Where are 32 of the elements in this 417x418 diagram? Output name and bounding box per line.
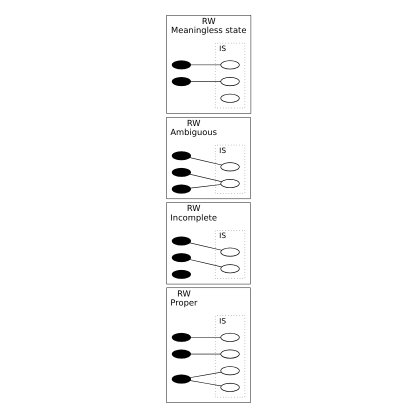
node-ellipse (172, 270, 191, 279)
node-ellipse (172, 374, 191, 384)
node-ellipse (220, 264, 240, 274)
node-ellipse (172, 332, 191, 342)
node-ellipse (220, 248, 240, 257)
node-ellipse (220, 60, 240, 70)
node-ellipse (172, 184, 191, 194)
connector (190, 184, 222, 188)
node-ellipse (220, 366, 240, 376)
connector (189, 157, 222, 166)
node-ellipse (220, 332, 240, 342)
connector (190, 372, 222, 378)
connector (190, 64, 221, 66)
node-ellipse (220, 77, 240, 86)
connector (189, 259, 222, 268)
node-ellipse (220, 94, 240, 103)
node-ellipse (172, 253, 191, 262)
node-ellipse (172, 236, 191, 246)
node-ellipse (172, 350, 191, 359)
node-ellipse (220, 162, 240, 172)
connector (190, 337, 221, 338)
node-ellipse (172, 60, 191, 70)
node-ellipse (220, 179, 240, 188)
connector (190, 380, 222, 386)
node-ellipse (172, 77, 191, 86)
connector (189, 242, 222, 251)
node-ellipse (220, 350, 240, 359)
node-ellipse (220, 382, 240, 392)
connector (189, 174, 222, 182)
connector (190, 81, 221, 82)
node-ellipse (172, 151, 191, 160)
node-ellipse (172, 168, 191, 177)
